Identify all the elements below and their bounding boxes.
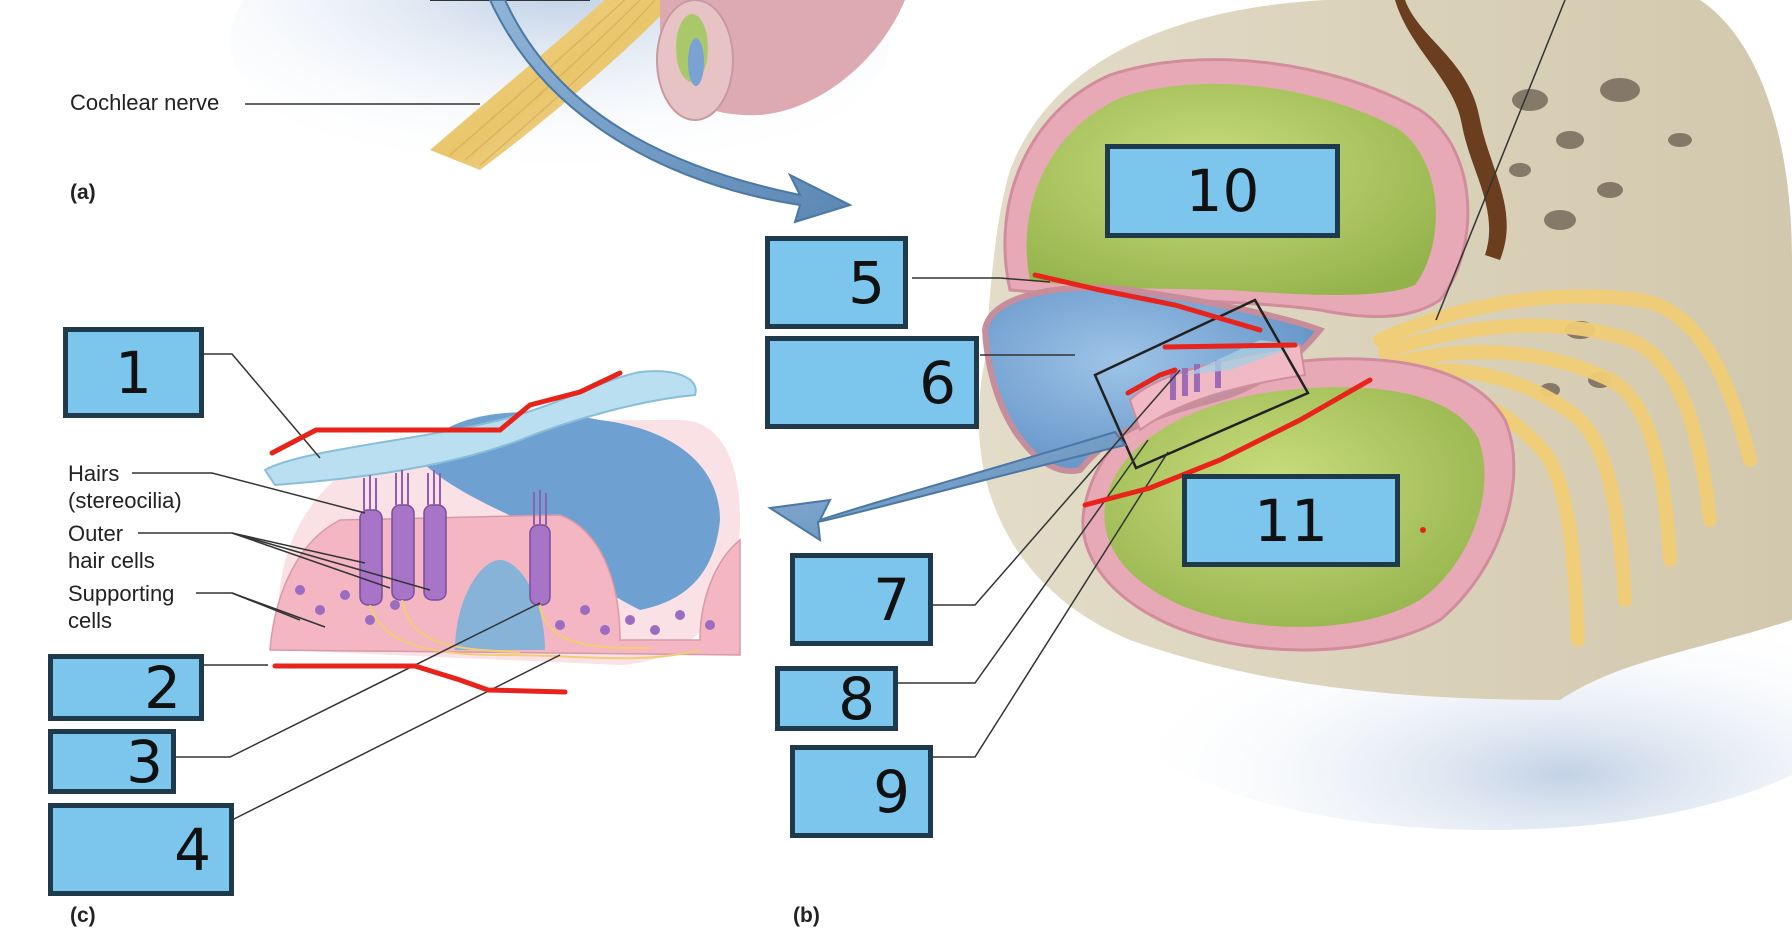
label-box-3: 3 <box>48 729 176 794</box>
label-box-9: 9 <box>790 745 933 838</box>
outer-hair-cells-line1: Outer <box>68 521 124 546</box>
outer-hair-cells-label: Outer hair cells <box>68 520 155 574</box>
label-box-5: 5 <box>765 236 908 329</box>
label-box-2: 2 <box>48 654 204 721</box>
supporting-cells-label: Supporting cells <box>68 580 174 634</box>
label-box-8: 8 <box>775 666 898 731</box>
label-box-6: 6 <box>765 336 979 429</box>
label-box-1: 1 <box>63 327 204 418</box>
label-box-10: 10 <box>1105 144 1340 238</box>
supporting-cells-line1: Supporting <box>68 581 175 606</box>
hairs-label-line2: (stereocilia) <box>68 488 182 513</box>
label-box-11: 11 <box>1182 474 1400 567</box>
supporting-cells-line2: cells <box>68 608 113 633</box>
label-box-4: 4 <box>48 803 234 896</box>
cochlear-nerve-label: Cochlear nerve <box>70 90 220 115</box>
label-box-7: 7 <box>790 553 933 646</box>
panel-c-label: (c) <box>70 904 96 927</box>
hairs-label: Hairs (stereocilia) <box>68 460 182 514</box>
panel-a-label: (a) <box>70 181 96 204</box>
outer-hair-cells-line2: hair cells <box>68 548 155 573</box>
panel-b-label: (b) <box>793 904 820 927</box>
hairs-label-line1: Hairs <box>68 461 120 486</box>
